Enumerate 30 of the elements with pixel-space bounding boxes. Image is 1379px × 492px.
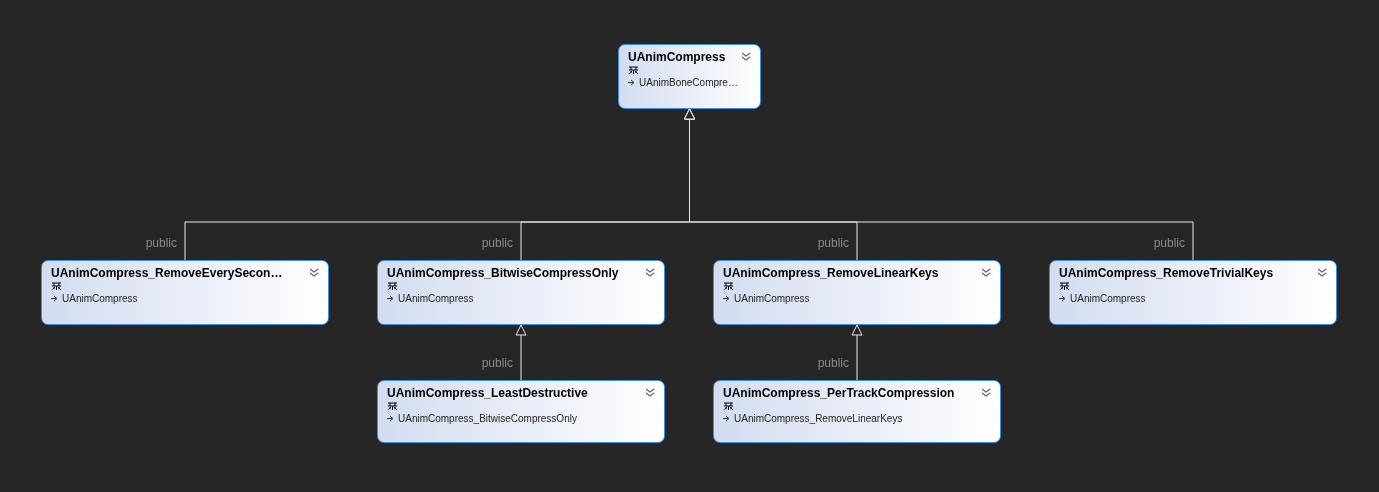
class-name: UAnimCompress — [628, 49, 727, 65]
class-name: UAnimCompress_LeastDestructive — [387, 385, 589, 401]
class-box — [618, 44, 761, 109]
class-box — [377, 380, 665, 443]
base-class-name: UAnimCompress — [1070, 292, 1146, 305]
edge-label: public — [815, 236, 851, 250]
inheritance-arrow — [515, 324, 527, 381]
edge-label: public — [479, 356, 515, 370]
edge-label: public — [479, 236, 515, 250]
class-name: UAnimCompress_PerTrackCompression — [723, 385, 956, 401]
base-class-name: UAnimCompress — [62, 292, 138, 305]
class-name: UAnimCompress_BitwiseCompressOnly — [387, 265, 620, 281]
class-box — [713, 380, 1001, 443]
class-box — [1049, 260, 1337, 325]
edge-label: public — [815, 356, 851, 370]
base-class-name: UAnimBoneCompre… — [639, 76, 738, 89]
base-class-name: UAnimCompress_BitwiseCompressOnly — [398, 412, 577, 425]
inheritance-arrow — [851, 324, 863, 381]
base-class-name: UAnimCompress — [398, 292, 474, 305]
class-name: UAnimCompress_RemoveEverySecon… — [51, 265, 284, 281]
base-class-name: UAnimCompress_RemoveLinearKeys — [734, 412, 903, 425]
class-box — [713, 260, 1001, 325]
class-box — [377, 260, 665, 325]
edge-label: public — [143, 236, 179, 250]
base-class-name: UAnimCompress — [734, 292, 810, 305]
edge-label: public — [1151, 236, 1187, 250]
inheritance-arrow — [684, 108, 1194, 261]
class-name: UAnimCompress_RemoveLinearKeys — [723, 265, 940, 281]
class-box — [41, 260, 329, 325]
class-name: UAnimCompress_RemoveTrivialKeys — [1059, 265, 1275, 281]
